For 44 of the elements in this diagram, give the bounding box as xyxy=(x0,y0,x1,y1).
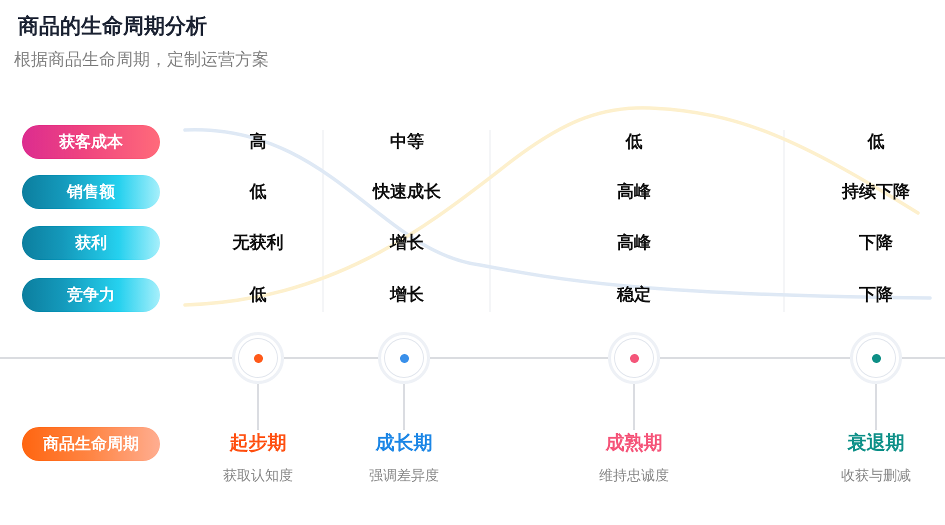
metric-value: 高峰 xyxy=(616,181,652,204)
category-pill: 商品生命周期 xyxy=(22,427,160,461)
metric-value: 稳定 xyxy=(616,284,652,307)
timeline-node xyxy=(608,332,660,384)
metric-value: 增长 xyxy=(388,232,425,255)
connector-line xyxy=(403,384,405,430)
timeline-node xyxy=(232,332,284,384)
timeline-line xyxy=(660,357,850,359)
metric-value: 低 xyxy=(624,131,644,154)
metric-value: 下降 xyxy=(858,284,894,307)
timeline-node xyxy=(850,332,902,384)
stage-description: 获取认知度 xyxy=(223,467,293,486)
timeline-line xyxy=(0,357,232,359)
category-pill: 获利 xyxy=(22,226,160,260)
stage-description: 强调差异度 xyxy=(369,467,439,486)
stage-title: 成长期 xyxy=(376,431,432,456)
metric-value: 低 xyxy=(248,181,268,204)
metric-value: 低 xyxy=(866,131,886,154)
title: 商品的生命周期分析 xyxy=(18,13,207,40)
metric-value: 快速成长 xyxy=(371,181,442,204)
category-pill: 销售额 xyxy=(22,175,160,209)
stage-description: 收获与删减 xyxy=(841,467,911,486)
connector-line xyxy=(257,384,259,430)
timeline-node xyxy=(378,332,430,384)
metric-value: 高 xyxy=(248,131,268,154)
metric-value: 低 xyxy=(248,284,268,307)
metric-value: 中等 xyxy=(389,131,425,154)
metric-value: 下降 xyxy=(858,232,894,255)
connector-line xyxy=(633,384,635,430)
category-pill: 获客成本 xyxy=(22,125,160,159)
timeline-line xyxy=(284,357,378,359)
metric-value: 增长 xyxy=(388,284,425,307)
metric-value: 持续下降 xyxy=(840,181,911,204)
metric-value: 高峰 xyxy=(616,232,652,255)
stage-title: 成熟期 xyxy=(606,431,662,456)
connector-line xyxy=(875,384,877,430)
stage-title: 起步期 xyxy=(230,431,286,456)
stage-description: 维持忠诚度 xyxy=(599,467,669,486)
timeline-line xyxy=(430,357,608,359)
subtitle: 根据商品生命周期，定制运营方案 xyxy=(14,49,269,72)
metric-value: 无获利 xyxy=(231,232,284,255)
stage-title: 衰退期 xyxy=(848,431,904,456)
timeline-line xyxy=(902,357,945,359)
category-pill: 竞争力 xyxy=(22,278,160,312)
